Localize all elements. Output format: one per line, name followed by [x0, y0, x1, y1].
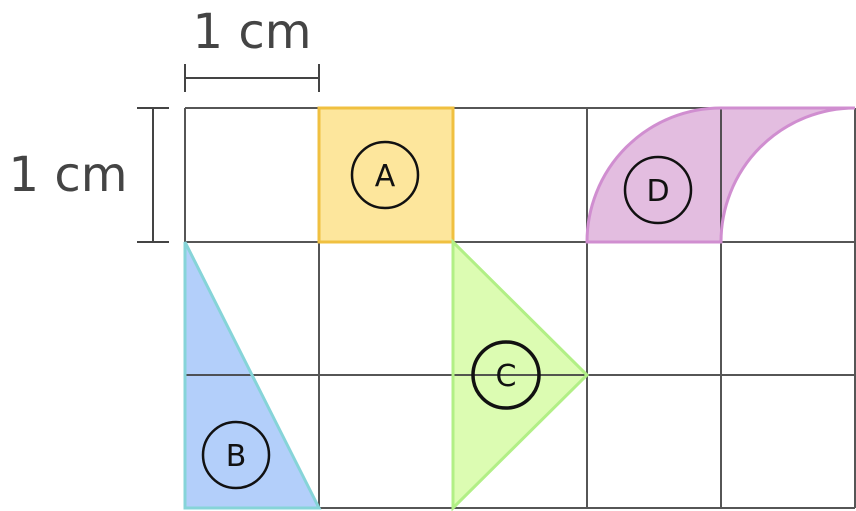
svg-text:B: B — [226, 439, 247, 474]
horizontal-dimension — [184, 64, 320, 92]
vertical-dimension — [137, 107, 169, 243]
label-c: C — [471, 340, 541, 410]
shape-d-outline — [585, 106, 856, 244]
svg-text:A: A — [375, 159, 396, 194]
label-b: B — [201, 420, 271, 490]
shape-c-outline — [451, 238, 590, 511]
shape-b-outline — [183, 241, 322, 510]
vertical-dimension-label: 1 cm — [9, 147, 128, 203]
horizontal-dimension-label: 1 cm — [193, 4, 312, 60]
svg-text:D: D — [646, 174, 669, 209]
shape-a — [319, 108, 453, 242]
label-a: A — [350, 140, 420, 210]
svg-text:C: C — [496, 359, 517, 394]
label-d: D — [623, 155, 693, 225]
